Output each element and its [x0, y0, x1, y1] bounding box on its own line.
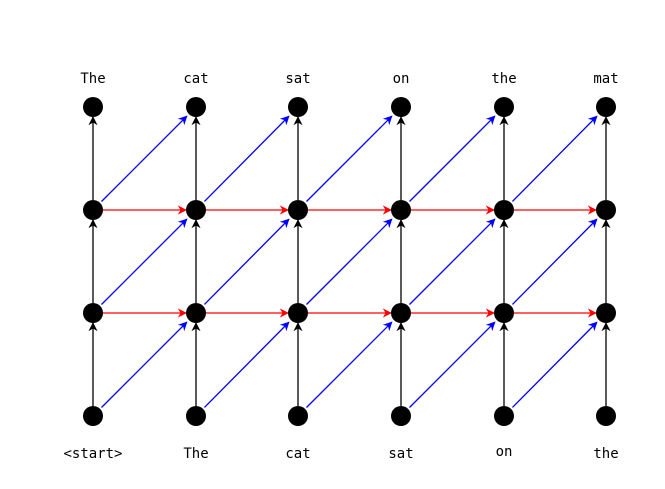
node-c6-l4	[596, 97, 616, 117]
node-c5-l1	[494, 406, 514, 426]
top-word-1: The	[80, 71, 105, 87]
diagonal-edge-c2-l1	[203, 321, 290, 408]
nodes-layer	[83, 97, 616, 426]
diagonal-edge-c5-l3	[511, 115, 598, 202]
top-word-6: mat	[593, 71, 618, 87]
diagonal-edge-c2-l2	[203, 218, 290, 305]
node-c3-l1	[288, 406, 308, 426]
node-c6-l3	[596, 200, 616, 220]
node-c6-l1	[596, 406, 616, 426]
node-c5-l4	[494, 97, 514, 117]
node-c6-l2	[596, 303, 616, 323]
top-word-3: sat	[285, 71, 310, 87]
node-c1-l2	[83, 303, 103, 323]
node-c2-l4	[186, 97, 206, 117]
node-c2-l2	[186, 303, 206, 323]
node-c4-l3	[391, 200, 411, 220]
diagonal-edge-c4-l3	[409, 115, 496, 202]
diagonal-edge-c2-l3	[203, 115, 290, 202]
labels-layer: The cat sat on the mat <start> The cat s…	[63, 71, 618, 462]
diagonal-edge-c5-l1	[511, 321, 598, 408]
bottom-word-5: on	[496, 444, 513, 460]
diagonal-edge-c1-l3	[101, 115, 188, 202]
bottom-word-2: The	[183, 446, 208, 462]
node-c1-l1	[83, 406, 103, 426]
diagonal-edge-c1-l2	[101, 218, 188, 305]
node-c4-l4	[391, 97, 411, 117]
bottom-word-6: the	[593, 446, 618, 462]
diagonal-edge-c4-l2	[409, 218, 496, 305]
node-c4-l1	[391, 406, 411, 426]
node-c5-l2	[494, 303, 514, 323]
node-c4-l2	[391, 303, 411, 323]
top-word-2: cat	[183, 71, 208, 87]
node-c1-l4	[83, 97, 103, 117]
diagonal-edge-c4-l1	[409, 321, 496, 408]
node-c2-l3	[186, 200, 206, 220]
node-c3-l3	[288, 200, 308, 220]
top-word-5: the	[491, 71, 516, 87]
node-c2-l1	[186, 406, 206, 426]
node-c5-l3	[494, 200, 514, 220]
bottom-word-4: sat	[388, 446, 413, 462]
node-c3-l2	[288, 303, 308, 323]
diagonal-edge-c3-l3	[306, 115, 393, 202]
node-c1-l3	[83, 200, 103, 220]
diagonal-edge-c3-l1	[306, 321, 393, 408]
bottom-word-1: <start>	[63, 446, 122, 462]
bottom-word-3: cat	[285, 446, 310, 462]
diagonal-edge-c5-l2	[511, 218, 598, 305]
node-c3-l4	[288, 97, 308, 117]
diagonal-edge-c3-l2	[306, 218, 393, 305]
diagonal-edge-c1-l1	[101, 321, 188, 408]
top-word-4: on	[393, 71, 410, 87]
edges-layer	[88, 115, 611, 408]
